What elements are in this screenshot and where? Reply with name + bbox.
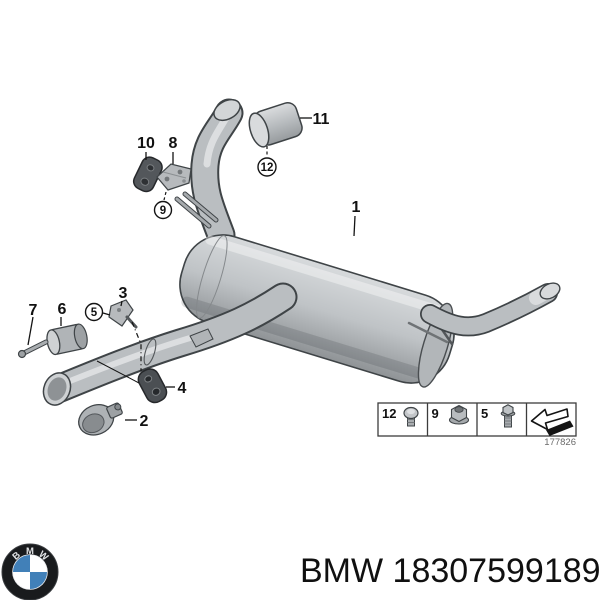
part-label-9-circled: 9 — [153, 200, 173, 220]
part-label-1: 1 — [352, 199, 361, 216]
part-number-caption: BMW 18307599189 — [300, 552, 600, 590]
part-label-12-circled: 12 — [257, 157, 277, 177]
part-label-11: 11 — [313, 111, 330, 128]
svg-text:9: 9 — [160, 205, 166, 217]
front-pipe — [42, 282, 298, 406]
legend-number-12: 12 — [382, 406, 396, 421]
rubber-hanger-4 — [137, 368, 168, 404]
clamp-sleeve-6 — [46, 323, 88, 356]
part-label-8: 8 — [169, 135, 178, 152]
svg-text:12: 12 — [261, 162, 274, 174]
part-label-6: 6 — [58, 301, 67, 318]
part-label-7: 7 — [29, 302, 38, 319]
legend-box: 12 9 5 — [377, 402, 577, 437]
band-clamp-2 — [78, 402, 123, 436]
brand-name: BMW — [300, 552, 384, 590]
part-label-5-circled: 5 — [84, 302, 104, 322]
support-bracket-8 — [156, 163, 192, 191]
rubber-mount-10 — [132, 156, 163, 193]
part-number: 18307599189 — [392, 552, 600, 590]
dashed-leader-lines — [131, 146, 268, 371]
part-label-10: 10 — [137, 135, 155, 152]
flange-nut-icon — [448, 404, 470, 425]
screw-icon — [403, 406, 419, 427]
part-label-3: 3 — [119, 285, 128, 302]
bmw-roundel-logo: B M W — [1, 543, 59, 600]
leader-lines — [27, 117, 356, 421]
exhaust-tip — [248, 102, 303, 148]
right-tailpipe — [420, 282, 561, 337]
muffler-hanger-rods — [174, 191, 219, 229]
part-label-2: 2 — [140, 413, 149, 430]
svg-text:5: 5 — [91, 307, 98, 319]
logo-letter-m: M — [26, 546, 34, 557]
muffler-body — [179, 234, 455, 388]
bolt-7 — [17, 339, 49, 359]
legend-number-9: 9 — [432, 406, 439, 421]
part-label-4: 4 — [178, 380, 187, 397]
figure-number: 177826 — [544, 437, 576, 448]
hex-bolt-icon — [500, 404, 516, 428]
legend-number-5: 5 — [481, 406, 488, 421]
direction-arrow-icon — [530, 408, 574, 436]
